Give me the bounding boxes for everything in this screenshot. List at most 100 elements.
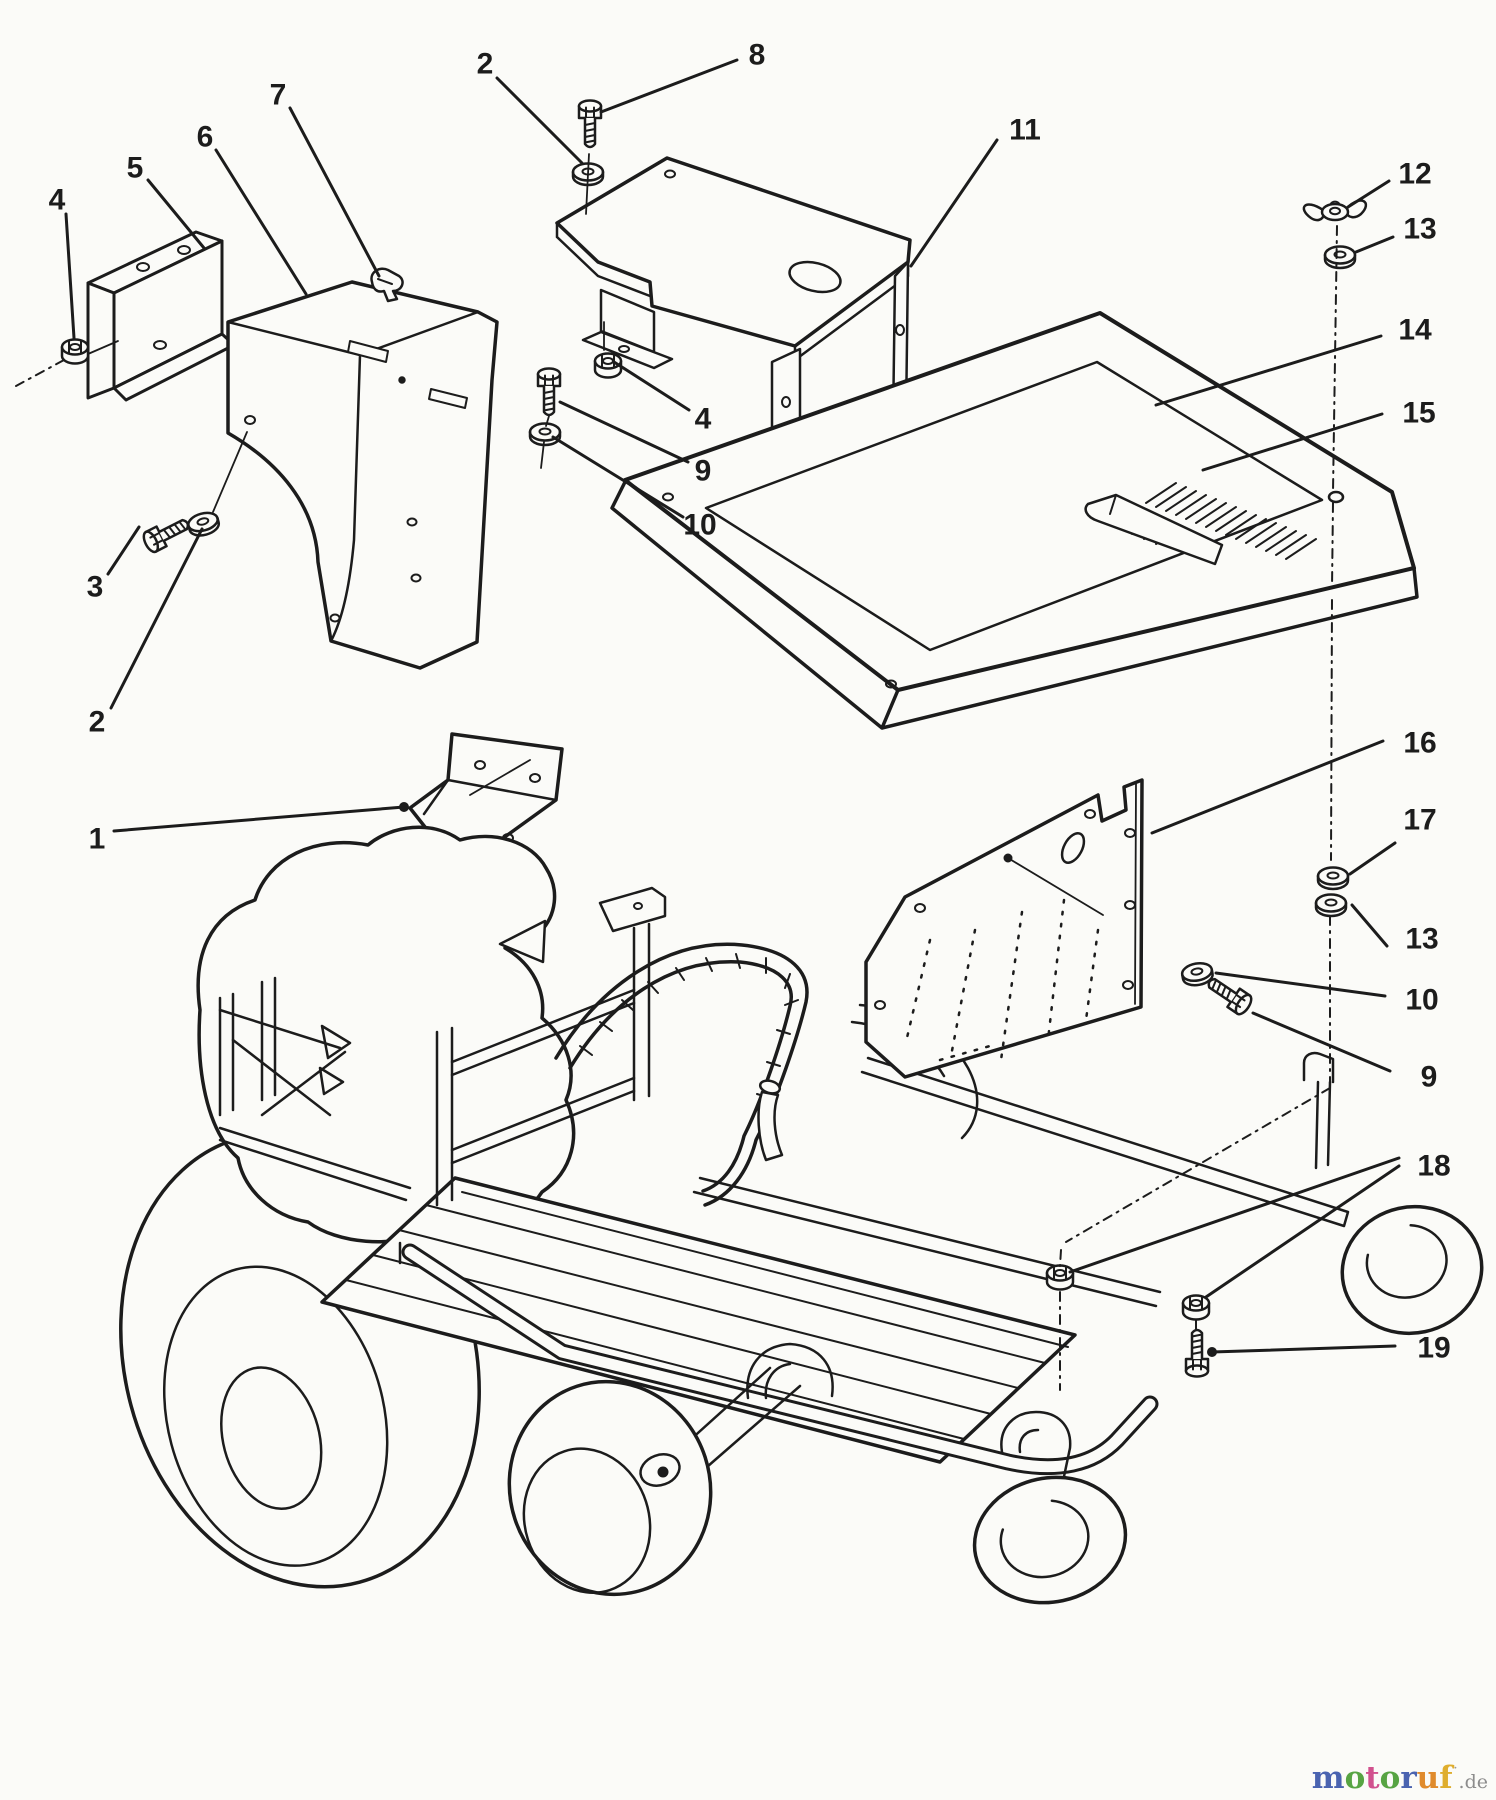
callout-label: 13 bbox=[1403, 213, 1436, 246]
hole bbox=[618, 345, 630, 353]
callout-leader-line bbox=[64, 212, 76, 340]
callout-12: 12 bbox=[1346, 158, 1432, 209]
callout-4: 4 bbox=[612, 360, 712, 436]
watermark-letter: m bbox=[1311, 1760, 1345, 1796]
callout-11: 11 bbox=[909, 114, 1041, 268]
leader-tip-dot bbox=[1207, 1347, 1217, 1357]
body-notch-triangle bbox=[498, 919, 547, 964]
hole bbox=[410, 573, 422, 583]
callout-16: 16 bbox=[1150, 727, 1437, 835]
callout-label: 10 bbox=[1405, 984, 1438, 1017]
callout-label: 12 bbox=[1398, 158, 1431, 191]
callout-leader-line bbox=[558, 400, 690, 464]
seat-assembly bbox=[610, 311, 1419, 730]
seat-inner-ridge bbox=[704, 360, 1324, 652]
callout-leader-line bbox=[1346, 179, 1391, 209]
washer-17 bbox=[1316, 866, 1350, 891]
watermark-letter: r bbox=[1400, 1760, 1417, 1796]
bolt-9b bbox=[1202, 971, 1256, 1018]
callout-leader-line bbox=[106, 525, 141, 576]
callout-19: 19 bbox=[1207, 1332, 1451, 1365]
callout-leader-line bbox=[1210, 1344, 1397, 1354]
hole bbox=[895, 324, 905, 336]
axis-line bbox=[1331, 502, 1334, 589]
caster-fork bbox=[666, 1342, 834, 1482]
axis-line bbox=[1330, 599, 1333, 861]
callout-leader-line bbox=[1201, 412, 1384, 472]
hole bbox=[329, 613, 341, 623]
part-6-support-tower bbox=[226, 280, 499, 670]
callout-leader-line bbox=[495, 76, 584, 165]
callout-9: 9 bbox=[558, 400, 712, 488]
callout-label: 16 bbox=[1403, 727, 1436, 760]
bolt-9a bbox=[536, 367, 562, 417]
callout-label: 2 bbox=[477, 48, 494, 81]
callout-label: 18 bbox=[1417, 1150, 1450, 1183]
callout-label: 13 bbox=[1405, 923, 1438, 956]
bolt-19 bbox=[1184, 1328, 1210, 1378]
hole bbox=[1122, 980, 1134, 990]
callout-leader-line bbox=[1214, 971, 1387, 998]
callout-leader-line bbox=[909, 138, 999, 268]
tower-outline bbox=[226, 280, 499, 670]
seat-handle-strip bbox=[1084, 493, 1224, 566]
callout-1: 1 bbox=[89, 802, 409, 856]
nut-18b bbox=[1181, 1294, 1211, 1321]
tower-side-slot bbox=[428, 388, 468, 409]
caster-wheel bbox=[507, 1379, 713, 1597]
callout-label: 5 bbox=[127, 152, 144, 185]
part-5-bracket bbox=[86, 230, 236, 402]
callout-13: 13 bbox=[1350, 903, 1439, 956]
callout-leader-line bbox=[612, 360, 691, 412]
left-frame-truss bbox=[218, 976, 412, 1202]
callout-leader-line bbox=[1154, 334, 1383, 407]
callout-15: 15 bbox=[1201, 397, 1436, 472]
callout-label: 8 bbox=[749, 39, 766, 72]
roll-bar-handle bbox=[554, 942, 809, 1207]
hole bbox=[885, 679, 897, 689]
hole bbox=[244, 415, 256, 425]
callout-label: 1 bbox=[89, 823, 106, 856]
roll-bar-hatch bbox=[579, 953, 799, 1099]
callout-14: 14 bbox=[1154, 314, 1432, 407]
large-oval-hole bbox=[788, 260, 842, 294]
callout-6: 6 bbox=[197, 121, 308, 296]
washer-10a bbox=[528, 422, 562, 447]
washer-13a bbox=[1323, 245, 1357, 270]
panel-perforation-dots bbox=[904, 898, 1100, 1062]
callout-label: 14 bbox=[1398, 314, 1432, 347]
hole bbox=[153, 340, 167, 350]
plate-edge-thickness bbox=[555, 221, 910, 362]
callout-leader-line bbox=[1204, 1164, 1401, 1299]
callout-3: 3 bbox=[87, 525, 141, 604]
floor-pan bbox=[320, 1176, 1077, 1464]
axle-dot bbox=[657, 1466, 669, 1478]
callout-leader-line bbox=[214, 148, 308, 296]
callout-leader-line bbox=[109, 527, 204, 710]
callout-4: 4 bbox=[49, 184, 76, 340]
callout-label: 9 bbox=[1421, 1061, 1438, 1094]
callout-label: 9 bbox=[695, 455, 712, 488]
caster-fork bbox=[1000, 1410, 1072, 1488]
washer-2b bbox=[185, 508, 223, 540]
callout-leader-line bbox=[1150, 739, 1385, 835]
nut-18a bbox=[1045, 1264, 1075, 1291]
hole bbox=[633, 902, 643, 910]
callout-label: 2 bbox=[89, 706, 106, 739]
watermark-letter: u bbox=[1416, 1760, 1440, 1796]
bolt-8 bbox=[577, 99, 603, 149]
callout-leader-line bbox=[112, 805, 406, 833]
callout-9: 9 bbox=[1251, 1011, 1438, 1094]
lever-knob bbox=[758, 1079, 782, 1095]
washer-13b bbox=[1314, 893, 1348, 918]
callout-17: 17 bbox=[1348, 804, 1437, 876]
seat-rim bbox=[610, 480, 1419, 730]
panel-scribe-line bbox=[1007, 857, 1104, 916]
seat-support-frame bbox=[435, 886, 667, 1207]
axis-line bbox=[87, 340, 119, 355]
callout-18: 18 bbox=[1068, 1150, 1451, 1299]
watermark-letter: f bbox=[1439, 1760, 1453, 1796]
callout-label: 19 bbox=[1417, 1332, 1450, 1365]
hole bbox=[474, 760, 486, 770]
